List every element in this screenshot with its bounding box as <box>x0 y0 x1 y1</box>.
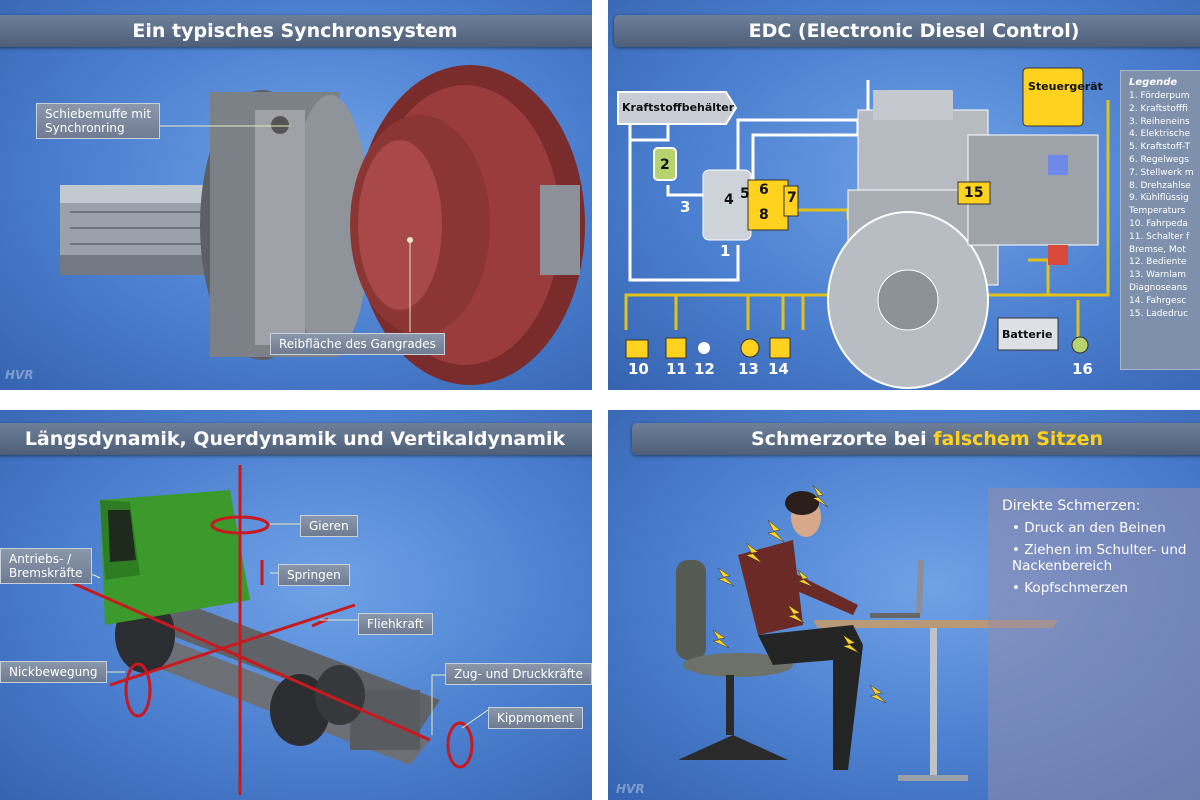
pain-item: • Ziehen im Schulter- und Nackenbereich <box>1012 542 1187 574</box>
panel-title: Längsdynamik, Querdynamik und Vertikaldy… <box>0 423 592 455</box>
label-schiebemuffe: Schiebemuffe mit Synchronring <box>36 103 161 139</box>
panel-title: Ein typisches Synchronsystem <box>0 15 592 47</box>
sitting-illustration <box>676 484 1058 781</box>
label-kippmoment: Kippmoment <box>488 707 583 729</box>
title-prefix: Schmerzorte bei <box>751 428 934 450</box>
label-nickbewegung: Nickbewegung <box>0 661 107 683</box>
num-12: 12 <box>694 360 715 378</box>
num-7: 7 <box>787 190 797 206</box>
num-11: 11 <box>666 360 687 378</box>
num-10: 10 <box>628 360 649 378</box>
ecu-label: Steuergerät <box>1028 80 1103 93</box>
label-reibflaeche: Reibfläche des Gangrades <box>270 333 445 355</box>
legend-item: Diagnoseans <box>1129 282 1188 293</box>
num-14: 14 <box>768 360 789 378</box>
label-fliehkraft: Fliehkraft <box>358 613 433 635</box>
panel-synchronsystem: Ein typisches Synchronsystem Schiebemuff… <box>0 0 592 390</box>
legend-item: 8. Drehzahlse <box>1129 180 1191 191</box>
num-1: 1 <box>720 242 731 260</box>
legend-item: 7. Stellwerk m <box>1129 167 1194 178</box>
legend-item: 1. Förderpum <box>1129 91 1190 101</box>
steuergeraet <box>1022 67 1084 127</box>
label-zug-druck: Zug- und Druckkräfte <box>445 663 592 685</box>
synchro-illustration <box>60 65 585 385</box>
legend-item: 10. Fahrpeda <box>1129 218 1188 229</box>
legend-item: 15. Ladedruc <box>1129 308 1189 319</box>
watermark: HVR <box>616 782 645 796</box>
num-15: 15 <box>964 185 984 201</box>
battery-label: Batterie <box>1002 328 1053 341</box>
legend-item: Temperaturs <box>1129 206 1186 217</box>
edc-diagram <box>617 67 1110 389</box>
fuel-tank <box>617 91 738 125</box>
legend-item: 9. Kühlflüssig <box>1129 193 1189 204</box>
legend-box: Legende 1. Förderpum 2. Kraftstofffi 3. … <box>1120 70 1200 370</box>
legend-item: 12. Bediente <box>1129 257 1187 268</box>
pain-item: • Druck an den Beinen <box>1012 520 1166 536</box>
legend-item: 13. Warnlam <box>1129 270 1187 281</box>
tank-label: Kraftstoffbehälter <box>622 101 735 114</box>
panel-edc: EDC (Electronic Diesel Control) <box>608 0 1200 390</box>
label-antrieb: Antriebs- / Bremskräfte <box>0 548 92 584</box>
legend-item: 2. Kraftstofffi <box>1129 103 1188 114</box>
watermark: HVR <box>5 368 34 382</box>
num-6: 6 <box>759 182 769 198</box>
pain-bolts <box>712 484 887 704</box>
legend-item: 3. Reiheneins <box>1129 116 1190 127</box>
num-16: 16 <box>1072 360 1093 378</box>
legend-item: 6. Regelwegs <box>1129 154 1189 165</box>
chair <box>676 560 706 660</box>
num-8: 8 <box>759 207 769 223</box>
pain-list-box: Direkte Schmerzen: • Druck an den Beinen… <box>988 488 1200 800</box>
num-4: 4 <box>724 192 734 208</box>
legend-title: Legende <box>1129 77 1178 88</box>
panel-title: Schmerzorte bei falschem Sitzen <box>632 423 1200 455</box>
label-springen: Springen <box>278 564 350 586</box>
panel-title: EDC (Electronic Diesel Control) <box>614 15 1200 47</box>
num-5: 5 <box>740 186 750 202</box>
pain-list-title: Direkte Schmerzen: <box>1002 498 1141 514</box>
panel-fahrdynamik: Längsdynamik, Querdynamik und Vertikaldy… <box>0 410 592 800</box>
panel-sitzen: Schmerzorte bei falschem Sitzen <box>608 410 1200 800</box>
num-2: 2 <box>660 157 670 173</box>
person-torso <box>738 540 803 635</box>
pain-item: • Kopfschmerzen <box>1012 580 1128 596</box>
legend-item: 14. Fahrgesc <box>1129 295 1187 306</box>
num-3: 3 <box>680 198 691 216</box>
legend-item: Bremse, Mot <box>1129 244 1186 255</box>
legend-item: 4. Elektrische <box>1129 129 1190 140</box>
axes <box>19 465 474 795</box>
title-highlight: falschem Sitzen <box>933 428 1103 450</box>
truck-illustration <box>19 465 489 795</box>
legend-item: 11. Schalter f <box>1129 231 1190 242</box>
label-gieren: Gieren <box>300 515 358 537</box>
legend-item: 5. Kraftstoff-T <box>1129 142 1190 153</box>
num-13: 13 <box>738 360 759 378</box>
